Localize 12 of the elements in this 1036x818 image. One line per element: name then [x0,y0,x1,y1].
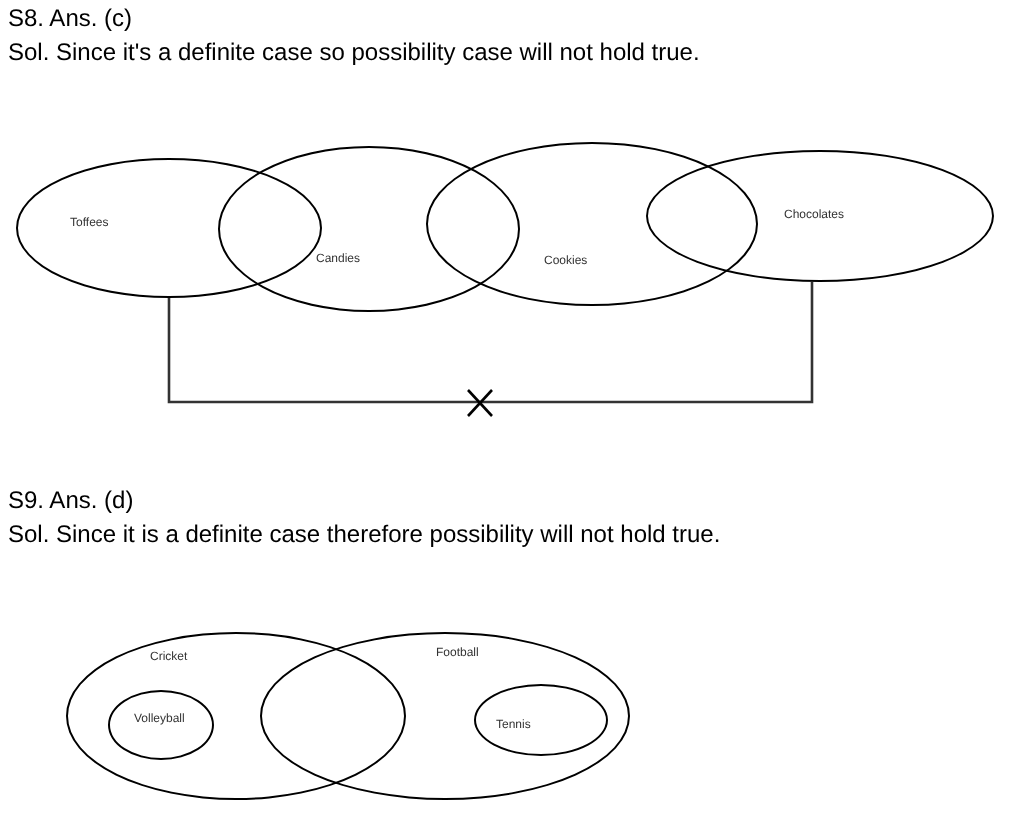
ellipse [646,150,994,282]
connector-line [167,282,814,404]
ellipse [218,146,520,312]
ellipse [474,684,608,756]
text-line: Sol. Since it's a definite case so possibility case will not hold true. [8,38,700,66]
ellipse [426,142,758,306]
text-line: S9. Ans. (d) [8,486,134,514]
ellipse [260,632,630,800]
ellipse [108,690,214,760]
text-line: S8. Ans. (c) [8,4,133,32]
ellipse [66,632,406,800]
text-line: Sol. Since it is a definite case therefore possibility will not hold true. [8,520,721,548]
